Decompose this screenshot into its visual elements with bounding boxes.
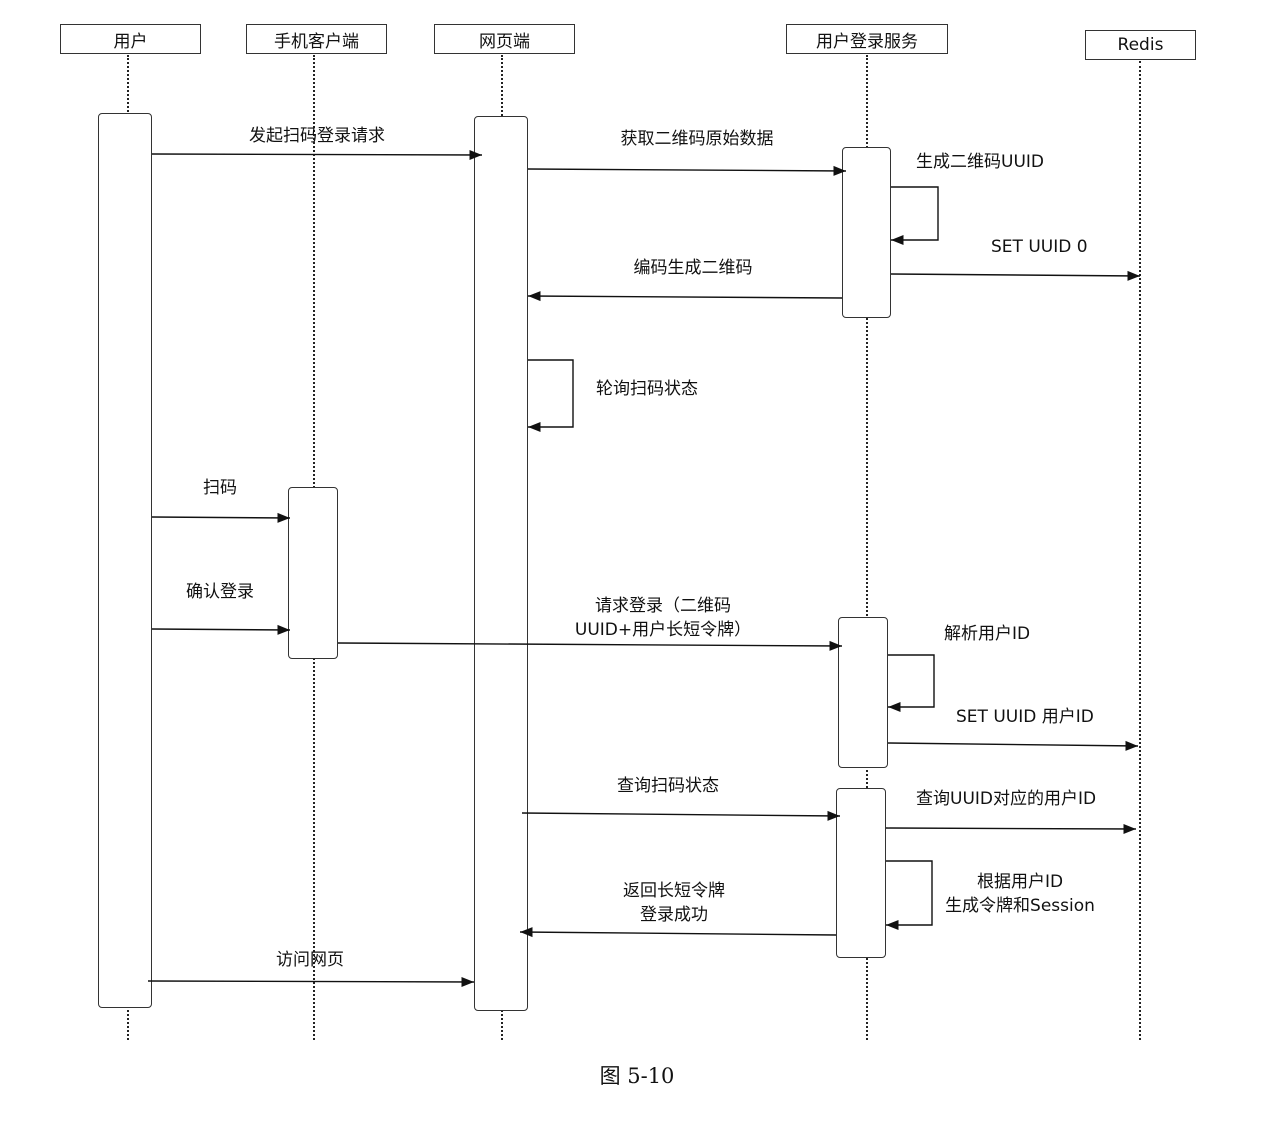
label-initiate-scan-login: 发起扫码登录请求: [249, 126, 385, 146]
participant-mobile-client: 手机客户端: [246, 24, 387, 54]
activation-user: [98, 113, 152, 1008]
arrow-query-scan-status: [521, 810, 841, 821]
label-parse-user-id: 解析用户ID: [944, 624, 1031, 644]
arrow-parse-user-id-self: [888, 654, 935, 713]
participant-web-client: 网页端: [434, 24, 575, 54]
activation-mobile-client: [288, 487, 338, 659]
arrow-poll-scan-status-self: [528, 359, 574, 433]
arrow-query-uuid-user-id: [885, 823, 1137, 834]
figure-caption: 图 5-10: [599, 1064, 675, 1088]
label-gen-token-line1: 根据用户ID: [976, 872, 1064, 892]
label-poll-scan-status: 轮询扫码状态: [596, 379, 698, 399]
arrow-return-token: [519, 927, 837, 938]
arrow-get-qr-raw-data: [527, 165, 847, 176]
arrow-initiate-scan-login: [151, 149, 483, 161]
label-gen-token-line2: 生成令牌和Session: [945, 896, 1095, 916]
label-get-qr-raw-data: 获取二维码原始数据: [620, 129, 774, 149]
label-scan-code: 扫码: [203, 478, 237, 498]
activation-web-client: [474, 116, 528, 1011]
activation-login-service-1: [842, 147, 891, 318]
label-query-uuid-user-id: 查询UUID对应的用户ID: [916, 789, 1097, 809]
label-confirm-login: 确认登录: [186, 582, 254, 602]
activation-login-service-3: [836, 788, 886, 958]
arrow-request-login: [337, 640, 843, 651]
arrow-generate-uuid-self: [891, 186, 939, 246]
arrow-set-uuid-0: [890, 270, 1141, 281]
arrow-encode-qr: [527, 291, 843, 302]
label-request-login-line1: 请求登录（二维码: [595, 596, 731, 616]
arrow-scan-code: [151, 512, 291, 523]
label-set-uuid-user-id: SET UUID 用户ID: [956, 707, 1094, 727]
label-request-login-line2: UUID+用户长短令牌）: [574, 620, 752, 640]
participant-user: 用户: [60, 24, 201, 54]
lifeline-login-service: [866, 55, 868, 1040]
participant-login-service: 用户登录服务: [786, 24, 948, 54]
participant-redis: Redis: [1085, 30, 1196, 60]
arrow-confirm-login: [151, 624, 291, 635]
arrow-set-uuid-user-id: [887, 740, 1139, 751]
label-query-scan-status: 查询扫码状态: [617, 776, 719, 796]
lifeline-redis: [1139, 61, 1141, 1040]
label-set-uuid-0: SET UUID 0: [991, 237, 1088, 257]
activation-login-service-2: [838, 617, 888, 768]
arrow-visit-page: [147, 976, 475, 988]
label-generate-uuid: 生成二维码UUID: [916, 152, 1044, 172]
label-return-token-line1: 返回长短令牌: [623, 881, 725, 901]
arrow-gen-token-self: [886, 860, 933, 931]
label-encode-qr: 编码生成二维码: [633, 258, 753, 278]
label-return-token-line2: 登录成功: [640, 905, 708, 925]
label-visit-page: 访问网页: [276, 950, 344, 970]
